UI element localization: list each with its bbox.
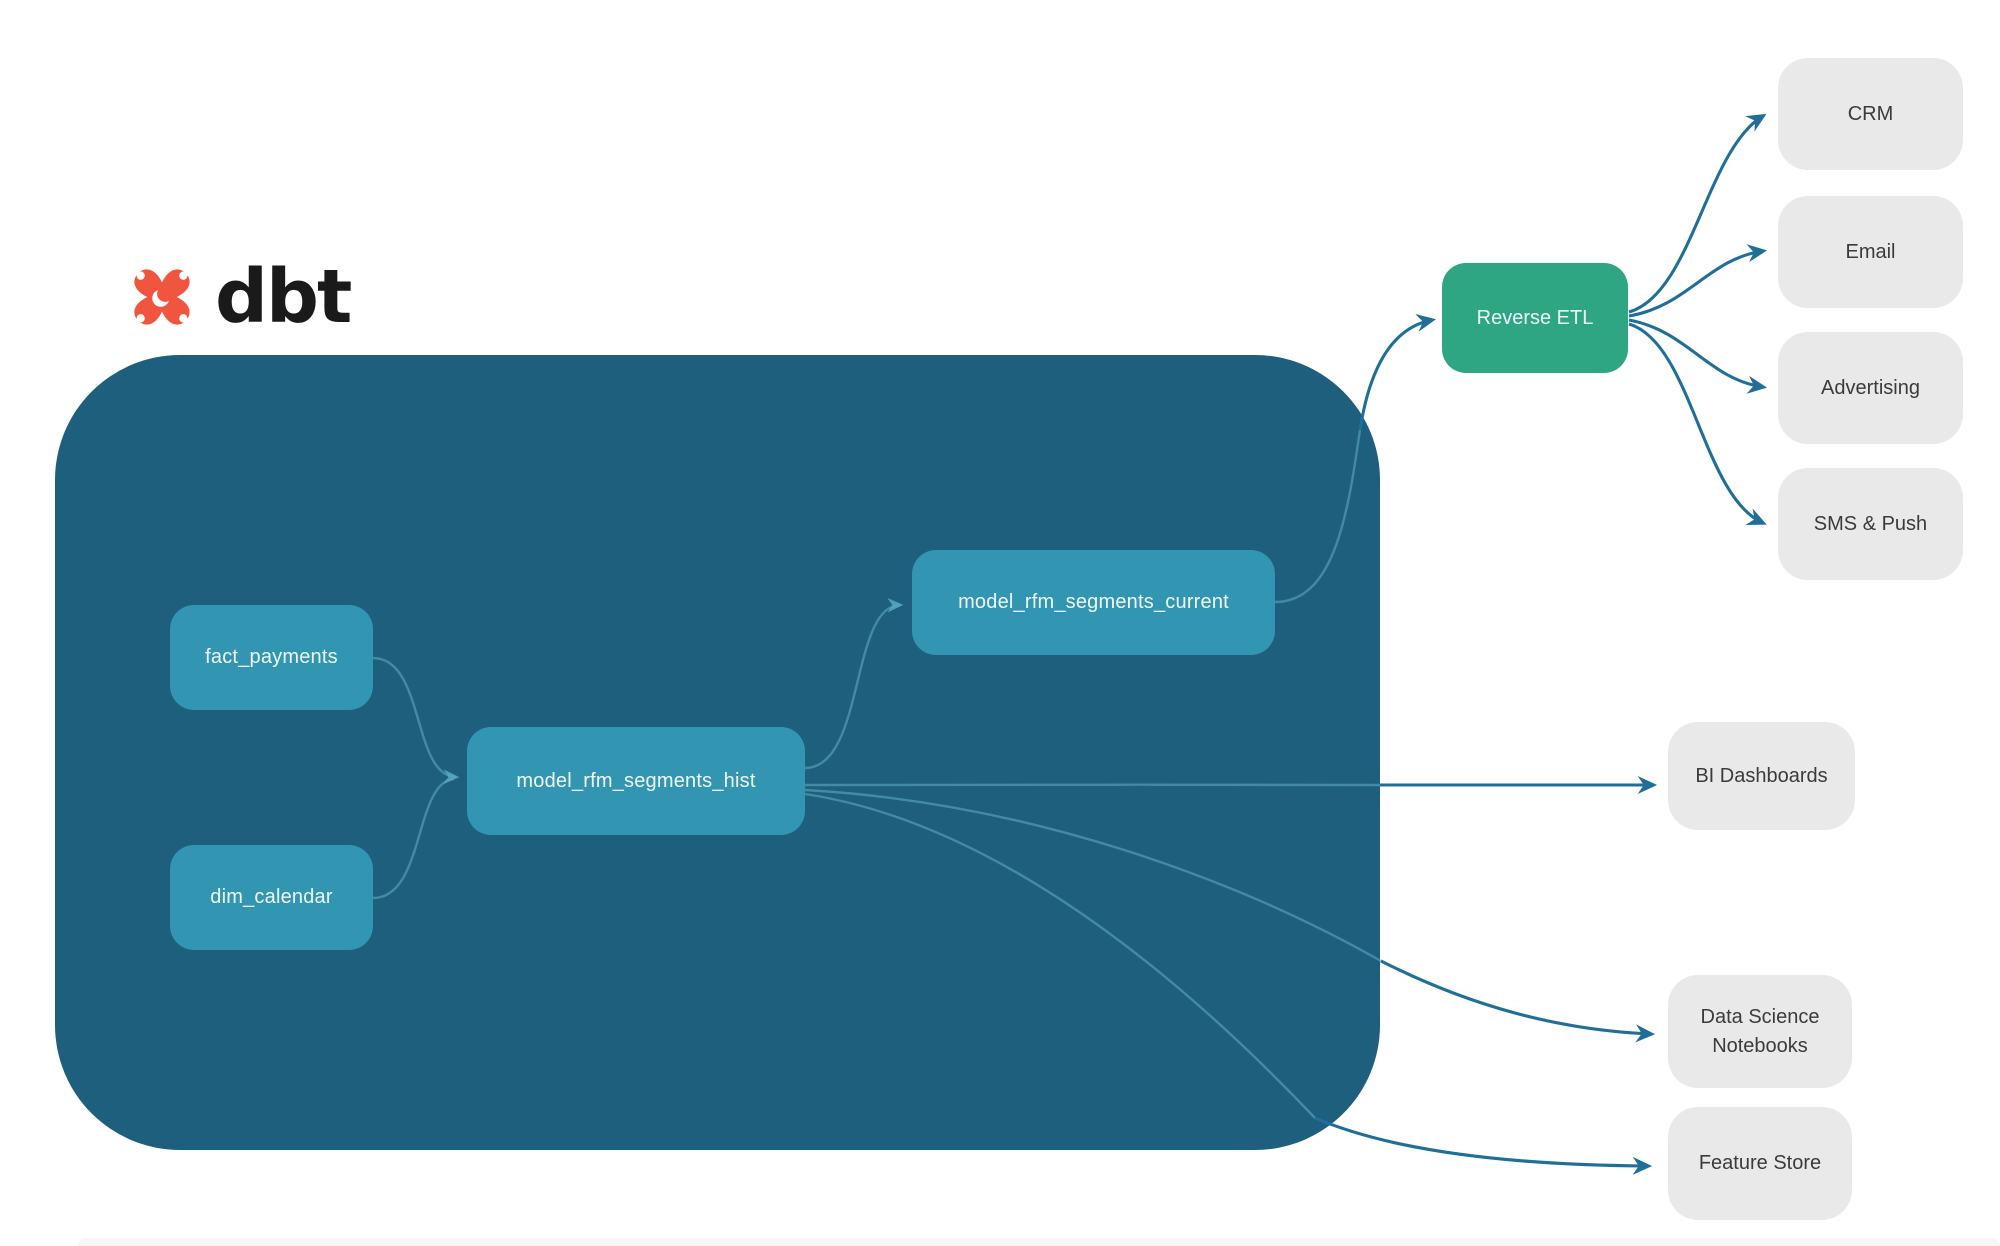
dbt-logo-icon [134,269,190,325]
node-label: Email [1845,240,1896,263]
node-label: model_rfm_segments_current [958,591,1229,613]
node-feature-store: Feature Store [1668,1107,1852,1220]
dbt-logo-text: dbt [215,254,352,340]
edge-current-to-reverse-etl [1358,314,1437,431]
edge-hist-to-feature-store [1314,1116,1653,1175]
node-label: fact_payments [205,646,338,668]
node-label: CRM [1847,102,1894,125]
edge-hist-to-data-science-notebooks [1380,959,1656,1043]
node-label: Data Science Notebooks [1700,1005,1820,1057]
bottom-sliver-bar [78,1238,2000,1246]
edge-reverse-etl-to-sms-push [1628,322,1767,525]
node-label: Advertising [1821,376,1920,399]
node-model-rfm-segments-current: model_rfm_segments_current [912,550,1275,655]
node-email: Email [1778,196,1963,308]
node-label: Reverse ETL [1476,306,1594,329]
node-label: SMS & Push [1813,512,1928,535]
node-model-rfm-segments-hist: model_rfm_segments_hist [467,727,805,835]
node-label: dim_calendar [210,886,333,908]
edge-reverse-etl-to-email [1628,244,1768,318]
node-label: BI Dashboards [1695,764,1828,787]
edge-reverse-etl-to-crm [1628,113,1767,314]
node-dim-calendar: dim_calendar [170,845,373,950]
node-fact-payments: fact_payments [170,605,373,710]
node-bi-dashboards: BI Dashboards [1668,722,1855,830]
edge-reverse-etl-to-advertising [1628,318,1768,394]
node-sms-push: SMS & Push [1778,468,1963,580]
node-crm: CRM [1778,58,1963,170]
node-label: model_rfm_segments_hist [516,769,756,792]
node-advertising: Advertising [1778,332,1963,444]
dbt-logo: dbt [123,254,352,340]
node-reverse-etl: Reverse ETL [1442,263,1628,373]
node-label: Feature Store [1698,1152,1822,1174]
node-data-science-notebooks: Data Science Notebooks [1668,975,1852,1088]
